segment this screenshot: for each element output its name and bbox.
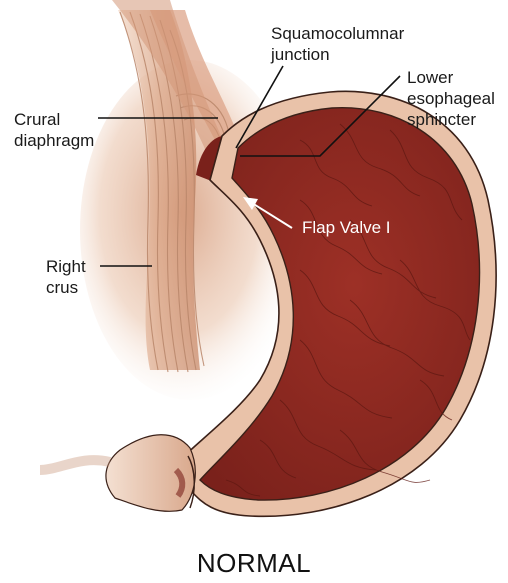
label-right-crus: Right crus — [46, 256, 86, 298]
label-lower-esophageal-sphincter: Lower esophageal sphincter — [407, 67, 495, 130]
label-flap-valve: Flap Valve I — [302, 217, 391, 238]
label-crural-diaphragm: Crural diaphragm — [14, 109, 94, 151]
figure-caption: NORMAL — [0, 548, 508, 579]
label-squamocolumnar-junction: Squamocolumnar junction — [271, 23, 404, 65]
pylorus-duodenum — [40, 435, 195, 512]
